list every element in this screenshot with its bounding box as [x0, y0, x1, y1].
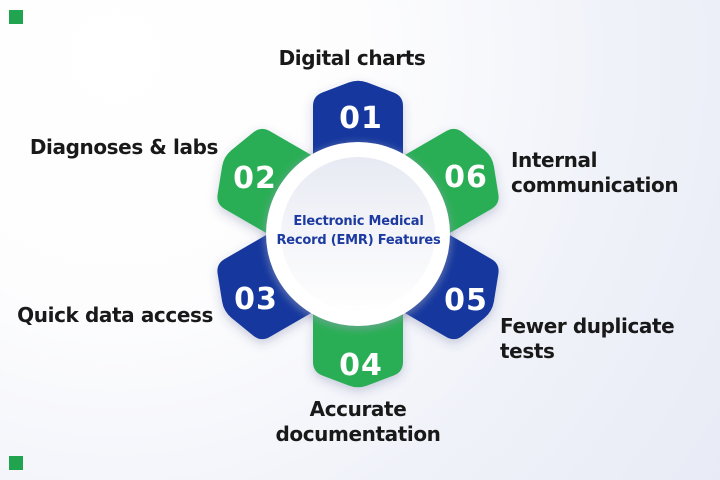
- center-title: Electronic Medical Record (EMR) Features: [270, 212, 447, 250]
- label-quick-data-access: Quick data access: [17, 303, 213, 327]
- label-digital-charts: Digital charts: [278, 46, 426, 70]
- petal-01-number: 01: [339, 101, 383, 136]
- petal-06-number: 06: [444, 160, 488, 195]
- petal-05-number: 05: [444, 283, 488, 318]
- label-diagnoses-labs: Diagnoses & labs: [29, 135, 219, 159]
- petal-03-number: 03: [234, 282, 278, 317]
- label-fewer-duplicate-tests: Fewer duplicate tests: [500, 314, 675, 363]
- label-accurate-documentation: Accurate documentation: [275, 397, 441, 446]
- center-circle-disc: [281, 157, 435, 311]
- petal-04-number: 04: [339, 348, 383, 383]
- accent-square: [9, 456, 23, 470]
- label-internal-communication: Internal communication: [511, 148, 679, 197]
- petal-02-number: 02: [233, 161, 277, 196]
- accent-square: [9, 10, 23, 24]
- center-title-line2: Record (EMR) Features: [276, 233, 441, 248]
- center-title-line1: Electronic Medical: [293, 214, 424, 229]
